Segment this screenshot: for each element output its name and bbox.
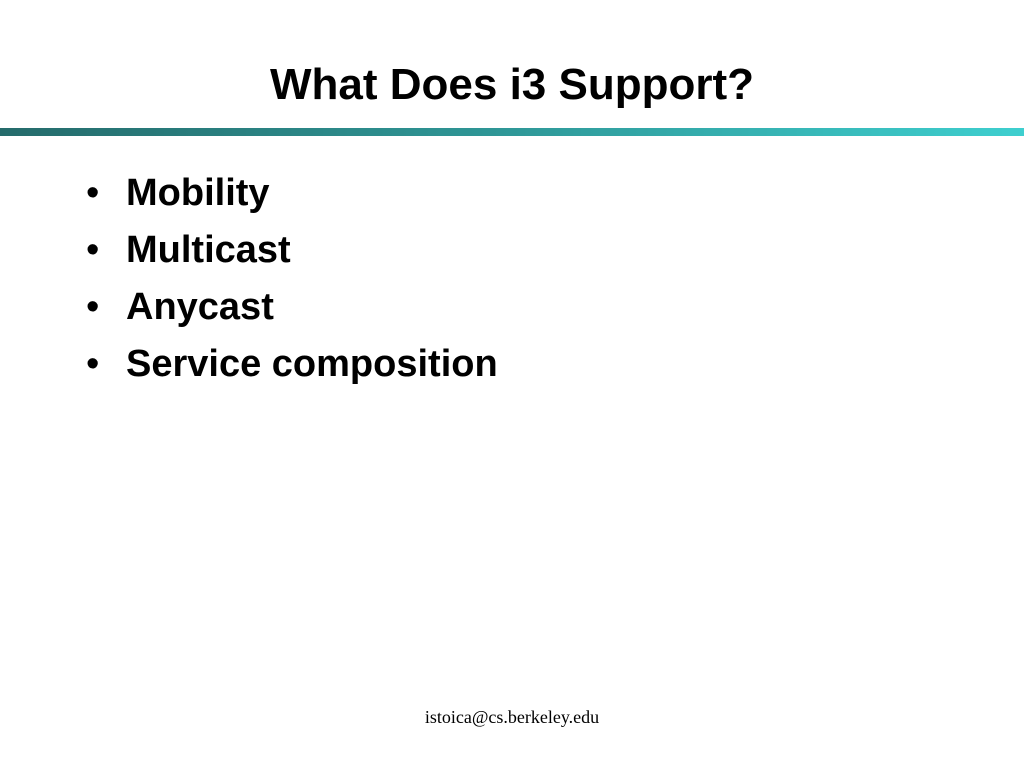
bullet-icon: •	[86, 343, 100, 385]
slide-title: What Does i3 Support?	[270, 60, 754, 109]
bullet-item-mobility: • Mobility	[0, 165, 1024, 222]
bullet-icon: •	[86, 286, 100, 328]
bullet-item-anycast: • Anycast	[0, 279, 1024, 336]
bullet-item-service-composition: • Service composition	[0, 336, 1024, 393]
bullet-item-multicast: • Multicast	[0, 222, 1024, 279]
bullet-text: Mobility	[126, 172, 270, 214]
bullet-list: • Mobility • Multicast • Anycast • Servi…	[0, 165, 1024, 393]
title-divider-rule	[0, 128, 1024, 136]
bullet-text: Multicast	[126, 229, 291, 271]
slide-footer-email: istoica@cs.berkeley.edu	[424, 707, 600, 727]
bullet-text: Anycast	[126, 286, 274, 328]
bullet-icon: •	[86, 172, 100, 214]
bullet-text: Service composition	[126, 343, 498, 385]
bullet-icon: •	[86, 229, 100, 271]
